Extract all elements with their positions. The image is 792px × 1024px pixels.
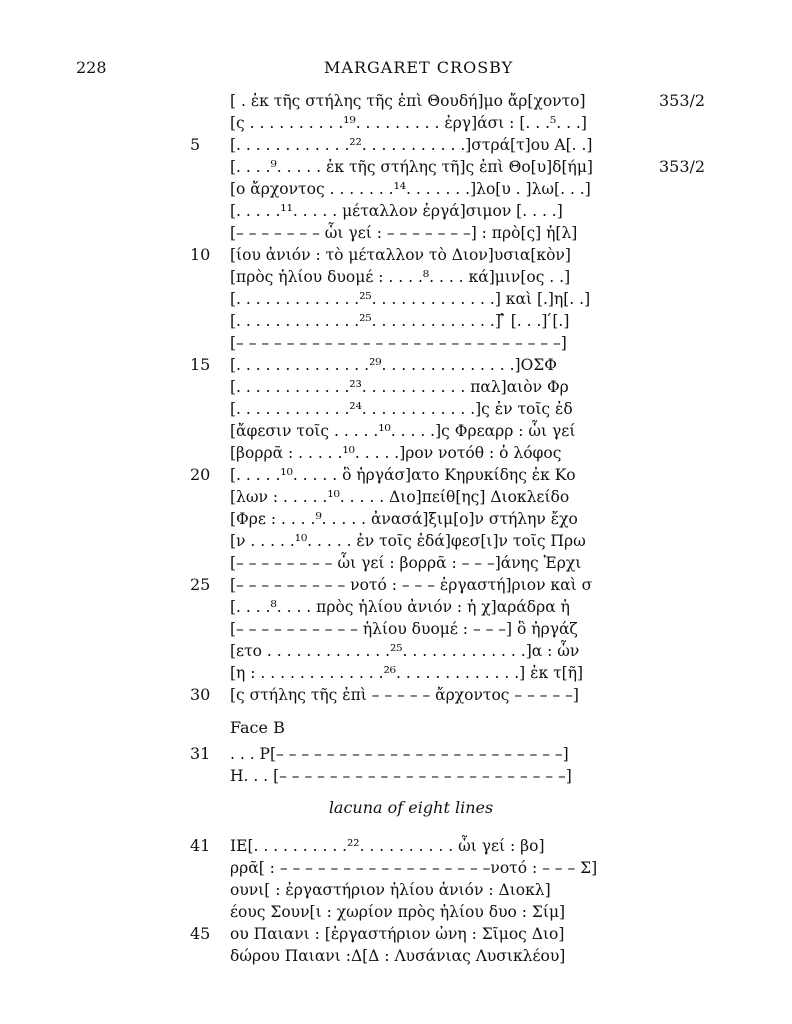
text-line: [πρὸς ἡλίου δυομέ : . . . .⁸. . . . κά]μ…	[230, 268, 571, 286]
text-line: [ . ἐκ τῆς στήλης τῆς ἐπὶ Θουδή]μο ἄρ[χο…	[230, 92, 586, 110]
text-line: [. . . .⁹. . . . . ἐκ τῆς στήλης τῆ]ς ἐπ…	[230, 158, 593, 176]
text-line: [ν . . . . .¹⁰. . . . . ἐν τοῖς ἐδά]φεσ[…	[230, 532, 586, 550]
line-number: 30	[190, 685, 211, 704]
line-number: 31	[190, 744, 211, 763]
line-number: 20	[190, 465, 211, 484]
text-line: [. . . . .¹⁰. . . . . ὃ ἠργάσ]ατο Κηρυκί…	[230, 466, 576, 484]
text-line: ΙΕ[. . . . . . . . . .²². . . . . . . . …	[230, 837, 545, 855]
line-number: 45	[190, 924, 211, 943]
line-number: 41	[190, 836, 211, 855]
text-line: [. . . . . . . . . . . . .²⁵. . . . . . …	[230, 312, 570, 330]
text-line: [. . . . . . . . . . . .²². . . . . . . …	[230, 136, 593, 154]
text-line: [. . . . . . . . . . . . . .²⁹. . . . . …	[230, 356, 557, 374]
text-line: [ετο . . . . . . . . . . . . .²⁵. . . . …	[230, 642, 580, 660]
text-line: [. . . . . . . . . . . . .²⁵. . . . . . …	[230, 290, 591, 308]
text-line: [. . . . .¹¹. . . . . μέταλλον ἐργά]σιμο…	[230, 202, 563, 220]
text-line: [– – – – – – – – – – ἡλίου δυομέ : – – –…	[230, 620, 578, 638]
text-line: [. . . .⁸. . . . πρὸς ἡλίου ἀνιόν : ἡ χ]…	[230, 598, 570, 616]
text-line: [ς . . . . . . . . . .¹⁹. . . . . . . . …	[230, 114, 587, 132]
page-number: 228	[76, 58, 107, 77]
text-line: ουνι[ : ἐργαστήριον ἡλίου ἀνιόν : Διοκλ]	[230, 881, 551, 899]
text-line: [. . . . . . . . . . . .²³. . . . . . . …	[230, 378, 569, 396]
lacuna-note: lacuna of eight lines	[328, 798, 494, 817]
text-line: ρρᾶ[ : – – – – – – – – – – – – – – – – –…	[230, 859, 598, 877]
line-number: 10	[190, 245, 211, 264]
text-line: [λων : . . . . .¹⁰. . . . . Διο]πείθ[ης]…	[230, 488, 570, 506]
text-line: [ἄφεσιν τοῖς . . . . .¹⁰. . . . .]ς Φρεα…	[230, 422, 576, 440]
text-line: [ο ἄρχοντος . . . . . . .¹⁴. . . . . . .…	[230, 180, 591, 198]
date-note: 353/2	[659, 157, 706, 176]
text-line: [– – – – – – – – – – – – – – – – – – – –…	[230, 334, 567, 352]
line-number: 15	[190, 355, 211, 374]
text-line: [– – – – – – – – ὧι γεί : βορρᾶ : – – –]…	[230, 554, 582, 572]
text-line: Η. . . [– – – – – – – – – – – – – – – – …	[230, 767, 572, 785]
line-number: 25	[190, 575, 211, 594]
text-line: [ς στήλης τῆς ἐπὶ – – – – – ἄρχοντος – –…	[230, 686, 579, 704]
text-line: [Φρε : . . . .⁹. . . . . ἀνασά]ξιμ[ο]ν σ…	[230, 510, 578, 528]
text-line: . . . Ρ[– – – – – – – – – – – – – – – – …	[230, 745, 569, 763]
face-heading: Face B	[230, 718, 285, 737]
text-line: [. . . . . . . . . . . .²⁴. . . . . . . …	[230, 400, 573, 418]
text-line: δώρου Παιανι :Δ[Δ : Λυσάνιας Λυσικλέου]	[230, 947, 566, 965]
text-line: ου Παιανι : [ἐργαστήριον ὠνη : Σῖμος Διο…	[230, 925, 565, 943]
text-line: έους Σουν[ι : χωρίον πρὸς ἡλίου δυο : Σί…	[230, 903, 566, 921]
running-head: MARGARET CROSBY	[324, 58, 514, 77]
text-line: [η : . . . . . . . . . . . . .²⁶. . . . …	[230, 664, 584, 682]
line-number: 5	[190, 135, 201, 154]
text-line: [– – – – – – – – – νοτό : – – – ἐργαστή]…	[230, 576, 593, 594]
text-line: [ίου ἀνιόν : τὸ μέταλλον τὸ Διον]υσια[κὸ…	[230, 246, 571, 264]
text-line: [βορρᾶ : . . . . .¹⁰. . . . .]ρον νοτόθ …	[230, 444, 562, 462]
text-line: [– – – – – – – ὧι γεί : – – – – – – –] :…	[230, 224, 578, 242]
date-note: 353/2	[659, 91, 706, 110]
